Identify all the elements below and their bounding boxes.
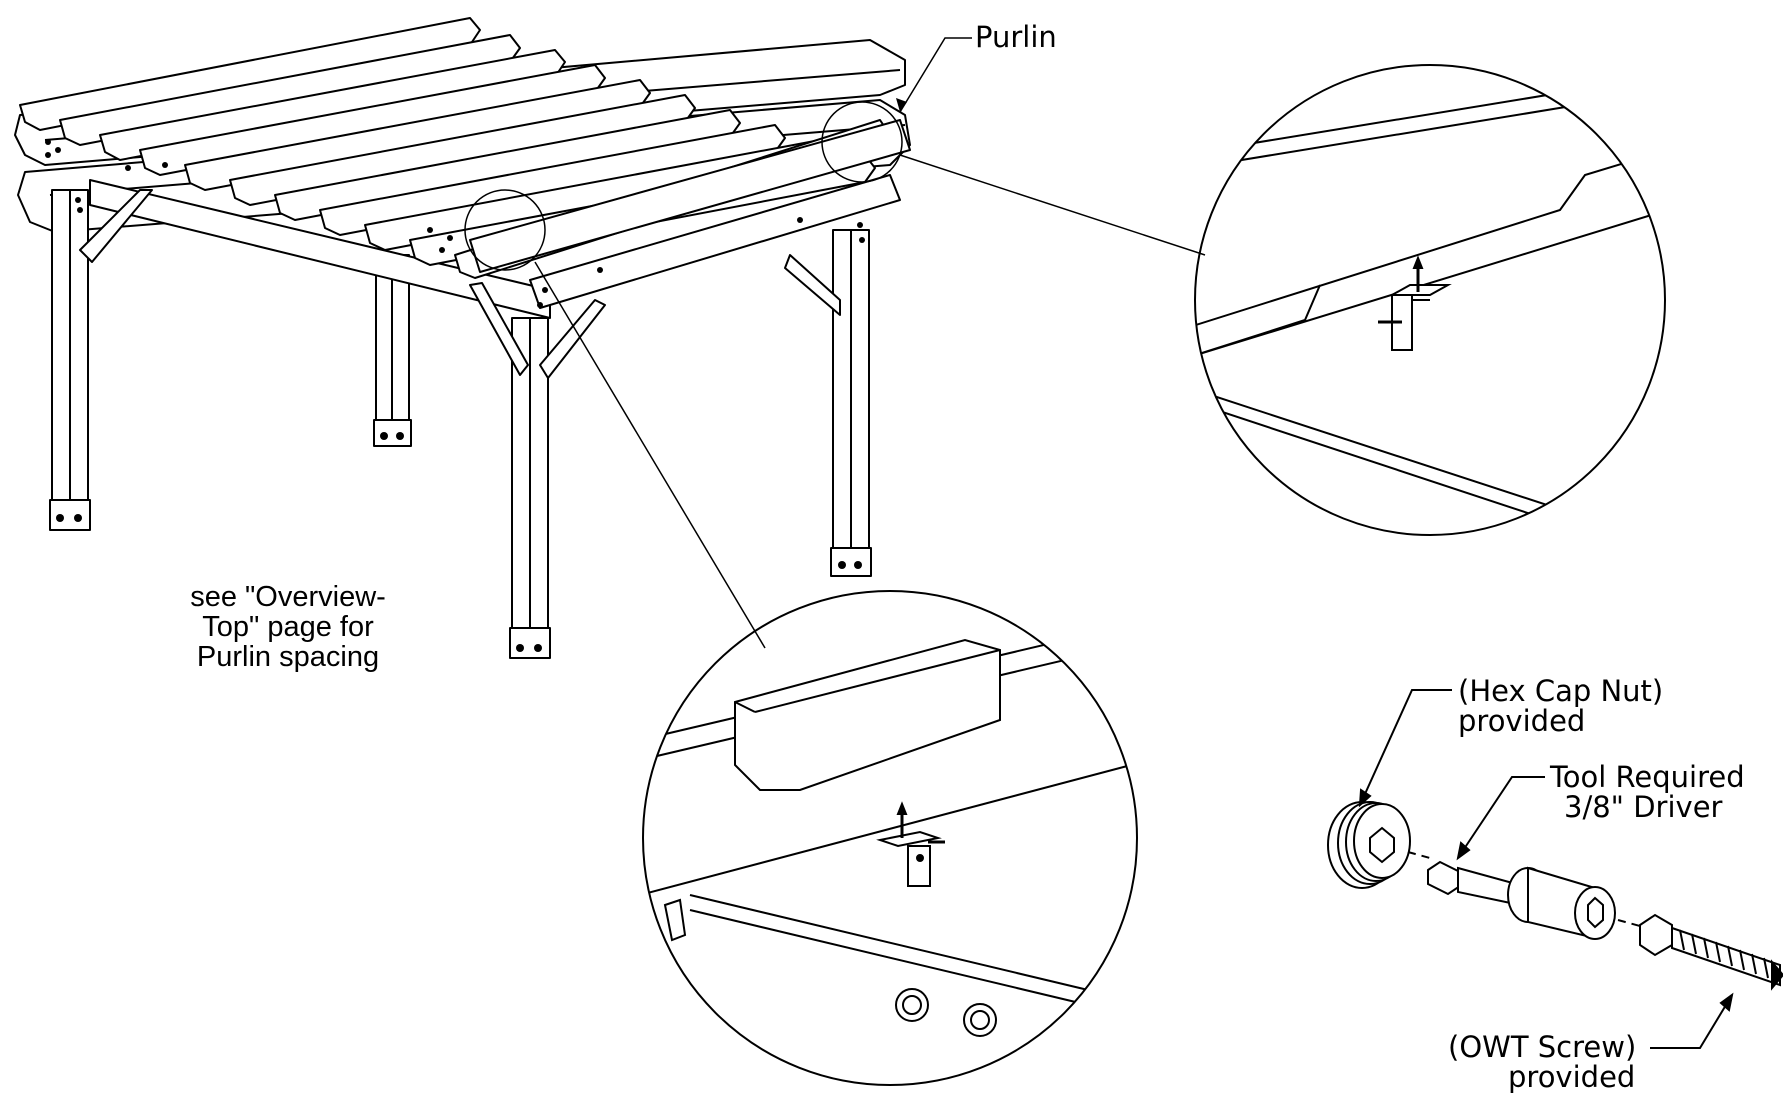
owt-screw-label-line-1: (OWT Screw)	[1448, 1030, 1637, 1064]
pergola-structure	[14, 17, 911, 659]
tool-required-label-line-2: 3/8" Driver	[1564, 790, 1723, 824]
tool-required-label-line-1: Tool Required	[1550, 760, 1745, 794]
leader-to-detail-a	[899, 154, 1206, 256]
hex-cap-nut-label: (Hex Cap Nut) provided	[1458, 676, 1663, 736]
detail-marker-b	[464, 189, 546, 271]
hardware-group	[1327, 689, 1783, 1049]
hex-cap-nut-leader	[1359, 689, 1452, 806]
owt-screw-label: (OWT Screw) provided	[1448, 1032, 1636, 1092]
tool-required-label: Tool Required 3/8" Driver	[1550, 762, 1745, 822]
beam-left-side	[89, 179, 551, 319]
purlin-label: Purlin	[975, 20, 1057, 54]
detail-zoom-a	[1194, 64, 1666, 536]
purlin-group	[19, 17, 891, 279]
leader-to-detail-b	[534, 261, 766, 649]
detail-marker-a	[821, 101, 903, 183]
owt-screw-label-line-2: provided	[1508, 1060, 1636, 1094]
owt-screw-leader	[1650, 994, 1733, 1049]
note-line-3: Purlin spacing	[196, 641, 380, 673]
owt-screw	[1639, 913, 1783, 991]
hex-cap-nut	[1327, 801, 1411, 889]
note-line-2: Top" page for	[202, 611, 374, 643]
tool-required-leader	[1457, 776, 1545, 859]
post-back-left	[373, 254, 412, 447]
post-front-left	[49, 189, 153, 531]
purlin-spacing-note: see "Overview- Top" page for Purlin spac…	[168, 582, 408, 672]
purlin-leader	[899, 37, 972, 113]
detail-zoom-b	[642, 590, 1138, 1086]
beam-right-side	[529, 174, 901, 309]
driver-bit	[1427, 860, 1616, 940]
post-front-center	[469, 282, 606, 659]
note-line-1: see "Overview-	[190, 581, 386, 613]
hex-cap-nut-label-line-1: (Hex Cap Nut)	[1458, 674, 1664, 708]
bolt-dots	[45, 139, 865, 652]
post-front-right	[784, 229, 872, 577]
hex-cap-nut-label-line-2: provided	[1458, 704, 1586, 738]
